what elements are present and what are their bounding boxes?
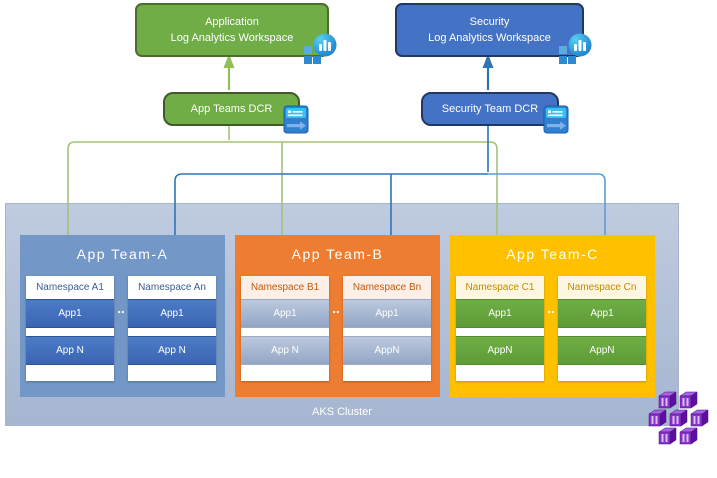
data-collection-rule-icon bbox=[543, 105, 569, 134]
namespace-card: Namespace Bn App1 AppN bbox=[343, 276, 431, 381]
app-bar: App1 bbox=[558, 299, 646, 328]
spacer bbox=[128, 365, 216, 381]
namespace-name: Namespace Cn bbox=[558, 276, 646, 299]
team-box-app-team-c: App Team-C Namespace C1 App1 AppN Namesp… bbox=[450, 235, 655, 397]
spacer bbox=[128, 328, 216, 336]
app-bar: App N bbox=[241, 336, 329, 365]
security-log-analytics-workspace: Security Log Analytics Workspace bbox=[395, 3, 584, 57]
spacer bbox=[26, 328, 114, 336]
ellipsis-dots: .. bbox=[547, 301, 555, 316]
workspace-line2: Log Analytics Workspace bbox=[170, 32, 294, 44]
spacer bbox=[558, 365, 646, 381]
app-bar: App1 bbox=[26, 299, 114, 328]
namespace-name: Namespace A1 bbox=[26, 276, 114, 299]
spacer bbox=[558, 328, 646, 336]
app-bar: App N bbox=[26, 336, 114, 365]
ellipsis-dots: .. bbox=[117, 301, 125, 316]
namespace-name: Namespace An bbox=[128, 276, 216, 299]
app-bar: App1 bbox=[343, 299, 431, 328]
application-log-analytics-workspace: Application Log Analytics Workspace bbox=[135, 3, 329, 57]
log-analytics-icon bbox=[559, 33, 592, 64]
spacer bbox=[241, 328, 329, 336]
dcr-label: App Teams DCR bbox=[190, 103, 273, 115]
workspace-line1: Application bbox=[205, 16, 259, 28]
team-title: App Team-B bbox=[291, 246, 384, 262]
team-box-app-team-a: App Team-A Namespace A1 App1 App N Names… bbox=[20, 235, 225, 397]
team-title: App Team-A bbox=[76, 246, 169, 262]
namespace-card: Namespace A1 App1 App N bbox=[26, 276, 114, 381]
dcr-label: Security Team DCR bbox=[441, 103, 539, 115]
aks-cluster-icon bbox=[648, 391, 709, 445]
namespace-card: Namespace C1 App1 AppN bbox=[456, 276, 544, 381]
team-title: App Team-C bbox=[506, 246, 599, 262]
app-bar: AppN bbox=[558, 336, 646, 365]
spacer bbox=[456, 365, 544, 381]
data-collection-rule-icon bbox=[283, 105, 309, 134]
spacer bbox=[456, 328, 544, 336]
namespace-name: Namespace B1 bbox=[241, 276, 329, 299]
namespace-card: Namespace Cn App1 AppN bbox=[558, 276, 646, 381]
aks-cluster-label: AKS Cluster bbox=[312, 406, 372, 418]
spacer bbox=[26, 365, 114, 381]
team-box-app-team-b: App Team-B Namespace B1 App1 App N Names… bbox=[235, 235, 440, 397]
app-bar: AppN bbox=[456, 336, 544, 365]
app-bar: App1 bbox=[456, 299, 544, 328]
workspace-line1: Security bbox=[469, 16, 510, 28]
namespace-name: Namespace Bn bbox=[343, 276, 431, 299]
app-bar: App1 bbox=[128, 299, 216, 328]
app-bar: AppN bbox=[343, 336, 431, 365]
security-team-dcr-box: Security Team DCR bbox=[421, 92, 559, 126]
namespace-card: Namespace B1 App1 App N bbox=[241, 276, 329, 381]
spacer bbox=[343, 365, 431, 381]
spacer bbox=[343, 328, 431, 336]
app-bar: App1 bbox=[241, 299, 329, 328]
app-bar: App N bbox=[128, 336, 216, 365]
spacer bbox=[241, 365, 329, 381]
log-analytics-icon bbox=[304, 33, 337, 64]
namespace-name: Namespace C1 bbox=[456, 276, 544, 299]
ellipsis-dots: .. bbox=[332, 301, 340, 316]
app-teams-dcr-box: App Teams DCR bbox=[163, 92, 300, 126]
namespace-card: Namespace An App1 App N bbox=[128, 276, 216, 381]
workspace-line2: Log Analytics Workspace bbox=[428, 32, 551, 44]
